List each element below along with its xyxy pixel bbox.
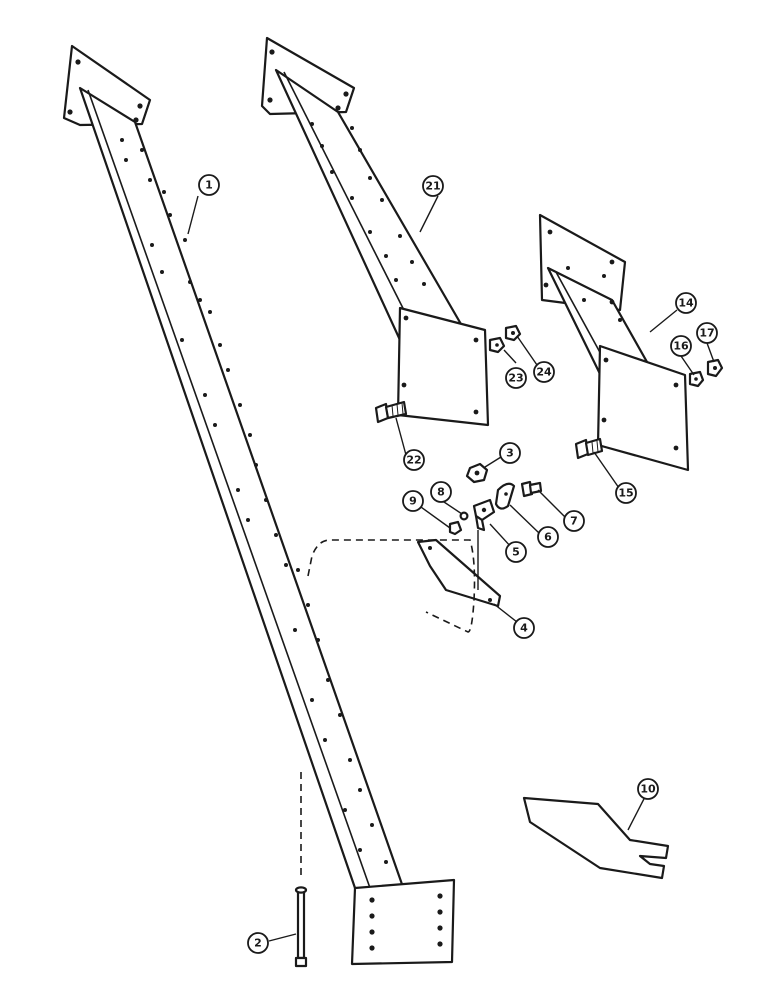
washer-8 <box>459 511 469 521</box>
dashed-path-bracket <box>307 539 476 633</box>
part-1-long-channel <box>62 44 456 966</box>
callout-label-10: 10 <box>640 783 656 796</box>
callout-label-21: 21 <box>425 180 440 193</box>
bracket-plate-4 <box>416 530 502 608</box>
callout-1: 1 <box>198 174 220 196</box>
callout-label-17: 17 <box>699 327 714 340</box>
bolt-7 <box>520 480 543 498</box>
callout-label-6: 6 <box>544 531 552 544</box>
nut-23 <box>488 336 506 354</box>
part-21-channel-body <box>274 68 478 352</box>
callout-6: 6 <box>537 526 559 548</box>
part-1-bottom-flange <box>350 878 456 966</box>
callout-16: 16 <box>670 335 692 357</box>
nut-9 <box>448 520 463 536</box>
callout-7: 7 <box>563 510 585 532</box>
callout-label-3: 3 <box>506 447 514 460</box>
callout-label-15: 15 <box>618 487 633 500</box>
callout-label-14: 14 <box>678 297 694 310</box>
part-14-holes <box>543 229 679 451</box>
callout-8: 8 <box>430 481 452 503</box>
bolt-22 <box>374 400 408 424</box>
callout-label-23: 23 <box>508 372 523 385</box>
nut-16 <box>688 370 705 388</box>
callout-23: 23 <box>505 367 527 389</box>
callout-22: 22 <box>403 449 425 471</box>
callout-label-5: 5 <box>512 546 520 559</box>
callout-label-2: 2 <box>254 937 262 950</box>
callout-10: 10 <box>637 778 659 800</box>
part-14-bottom-flange <box>596 344 690 472</box>
part-21-bottom-flange <box>396 306 490 427</box>
callout-21: 21 <box>422 175 444 197</box>
callout-5: 5 <box>505 541 527 563</box>
callout-4: 4 <box>513 617 535 639</box>
callout-15: 15 <box>615 482 637 504</box>
plate-10 <box>522 796 670 880</box>
callout-label-9: 9 <box>409 495 417 508</box>
callout-9: 9 <box>402 490 424 512</box>
callout-label-16: 16 <box>673 340 689 353</box>
callout-14: 14 <box>675 292 697 314</box>
callout-24: 24 <box>533 361 555 383</box>
callout-2: 2 <box>247 932 269 954</box>
part-1-holes <box>67 59 443 951</box>
nut-17 <box>706 358 724 378</box>
bolt-15 <box>574 437 604 460</box>
bracket-5 <box>472 498 496 532</box>
callout-label-4: 4 <box>520 622 528 635</box>
part-21-holes <box>267 49 479 415</box>
callout-label-22: 22 <box>406 454 421 467</box>
callout-label-1: 1 <box>205 179 213 192</box>
callout-17: 17 <box>696 322 718 344</box>
nut-3 <box>465 462 489 484</box>
clip-6 <box>494 482 516 510</box>
callout-label-7: 7 <box>570 515 578 528</box>
callout-label-24: 24 <box>536 366 552 379</box>
bolt-2 <box>294 886 308 968</box>
callout-3: 3 <box>499 442 521 464</box>
leader-lines <box>187 195 715 942</box>
callout-label-8: 8 <box>437 486 445 499</box>
part-14-channel <box>538 213 690 472</box>
part-21-channel <box>260 36 490 427</box>
